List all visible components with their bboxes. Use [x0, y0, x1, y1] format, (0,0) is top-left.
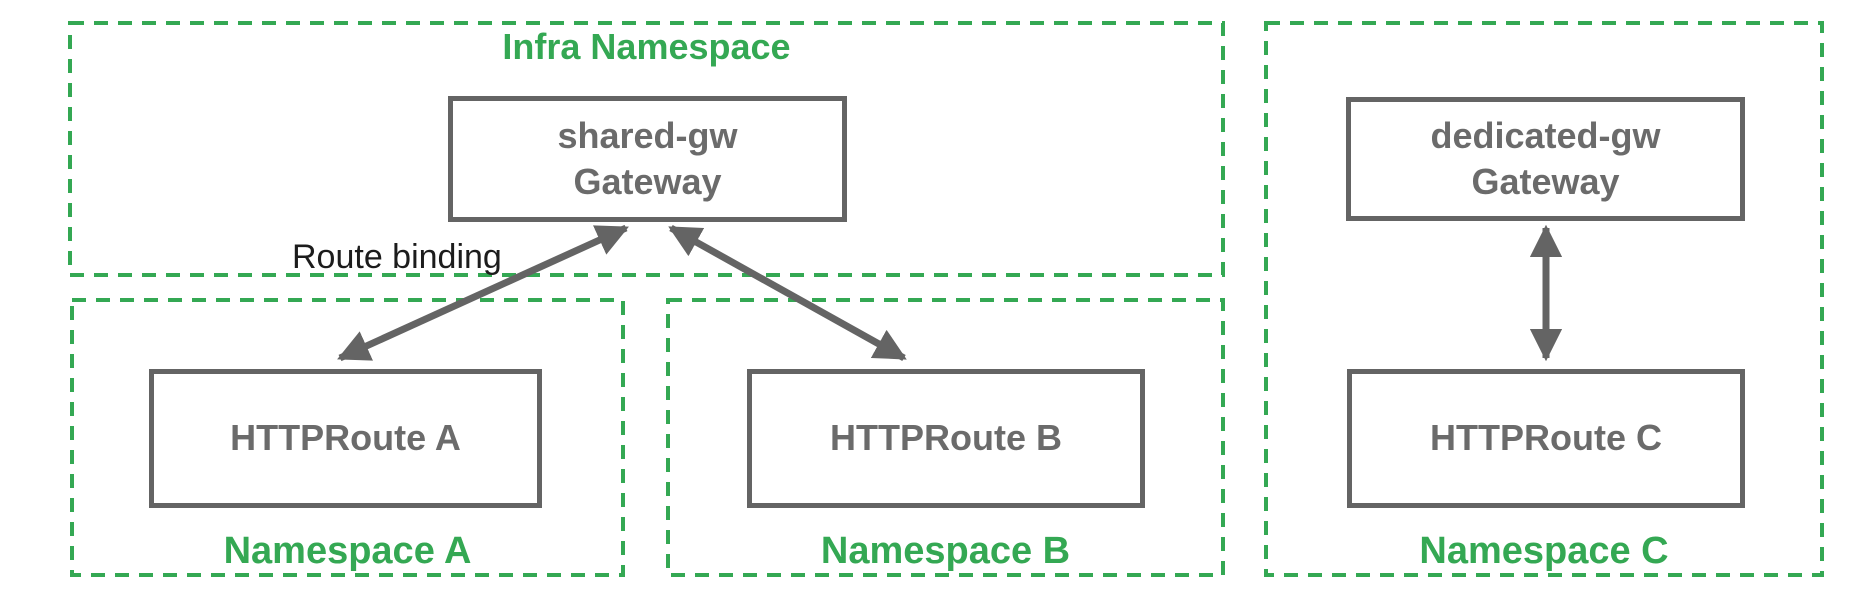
namespace-c-boundary: [1264, 21, 1824, 577]
namespace-a-label: Namespace A: [223, 530, 472, 572]
httproute-c-label: HTTPRoute C: [1430, 417, 1662, 459]
shared-gateway-name: shared-gw: [557, 114, 738, 156]
dedicated-gateway-node: dedicated-gw Gateway: [1346, 97, 1745, 221]
httproute-b-label: HTTPRoute B: [830, 417, 1062, 459]
namespace-b-label: Namespace B: [820, 530, 1071, 572]
httproute-b-node: HTTPRoute B: [747, 369, 1145, 508]
dedicated-gateway-name: dedicated-gw: [1430, 114, 1661, 156]
infra-namespace-boundary: [68, 21, 1225, 277]
route-binding-label: Route binding: [292, 238, 502, 276]
infra-namespace-label: Infra Namespace: [502, 26, 791, 67]
httproute-c-node: HTTPRoute C: [1347, 369, 1745, 508]
shared-gateway-kind: Gateway: [573, 161, 722, 202]
shared-gateway-node: shared-gw Gateway: [448, 96, 847, 222]
namespace-b-boundary: [666, 298, 1225, 577]
dedicated-gateway-kind: Gateway: [1471, 161, 1620, 202]
httproute-a-label: HTTPRoute A: [230, 417, 461, 459]
route-a-binding-arrow: [337, 224, 629, 362]
namespace-c-label: Namespace C: [1419, 530, 1669, 572]
route-b-binding-arrow: [668, 224, 907, 362]
httproute-a-node: HTTPRoute A: [149, 369, 542, 508]
